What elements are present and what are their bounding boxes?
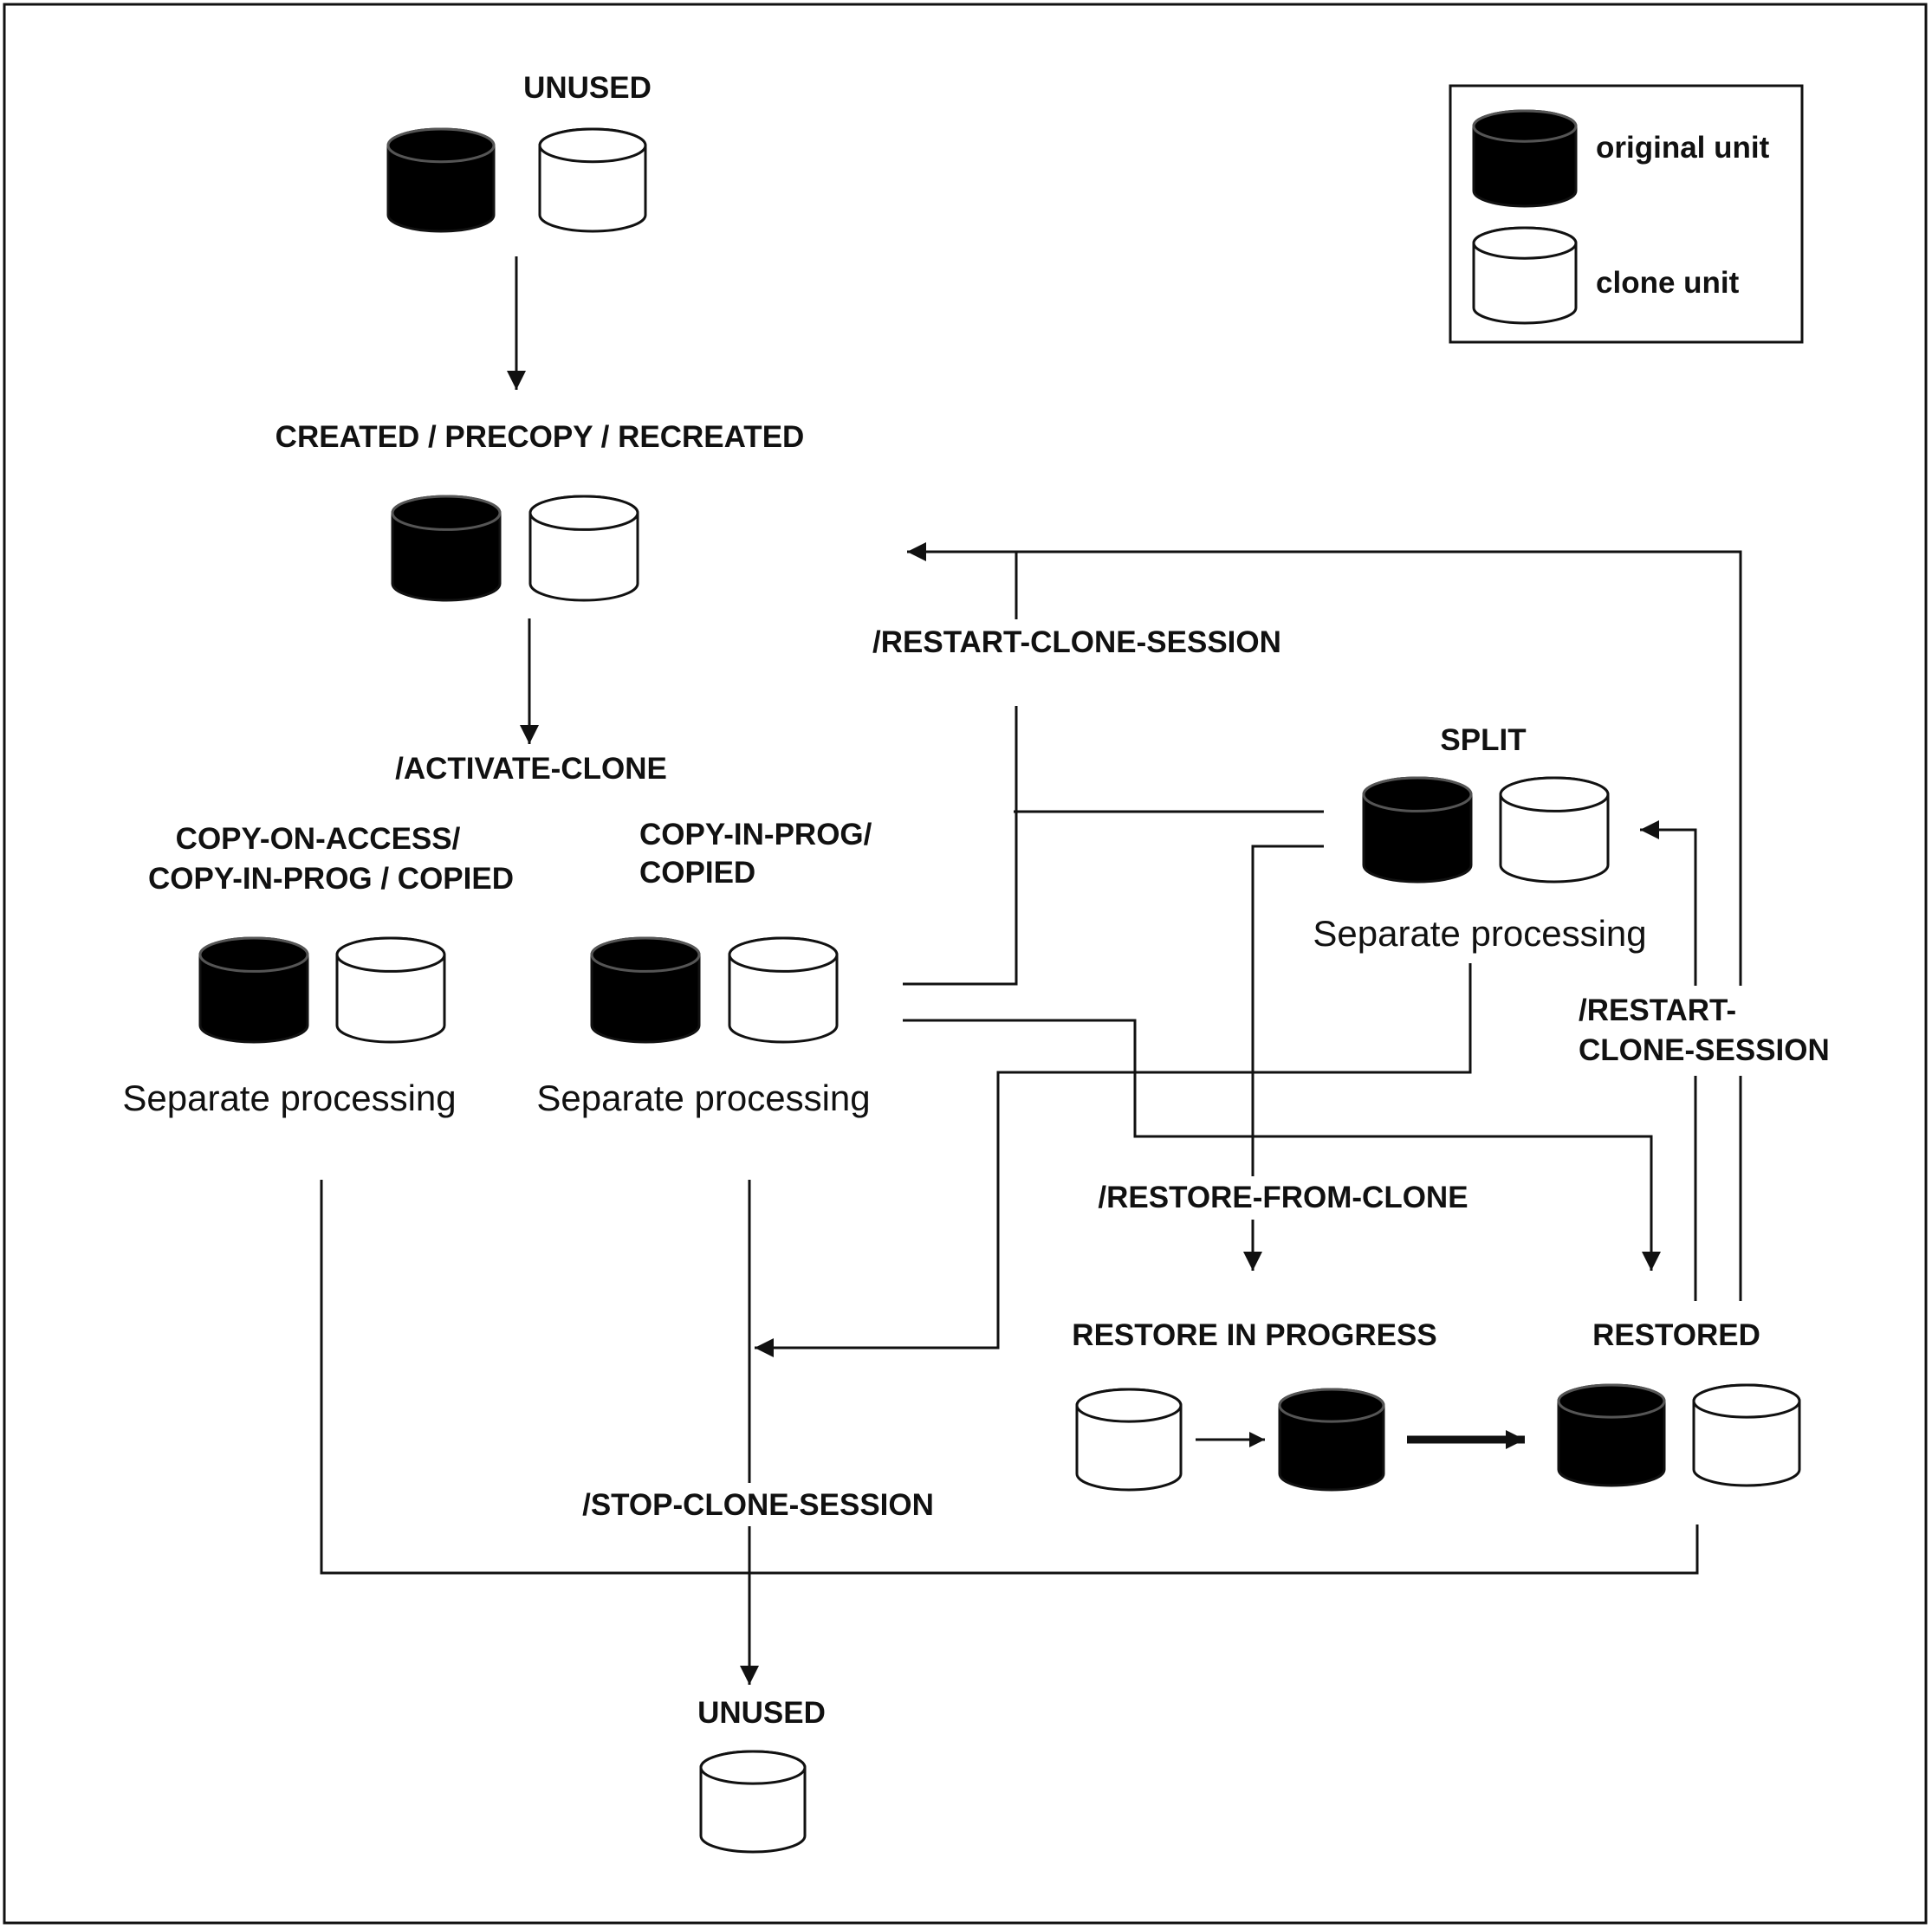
split-original-unit bbox=[1362, 776, 1473, 884]
arrow-cip-to-restored bbox=[903, 1019, 1661, 1271]
cip-original-unit bbox=[590, 936, 701, 1044]
unused-top-original-unit bbox=[386, 127, 496, 233]
coa-original-unit bbox=[198, 936, 309, 1044]
unused-bottom-clone-unit bbox=[699, 1750, 807, 1854]
coa-separate-processing: Separate processing bbox=[122, 1078, 456, 1118]
restart-top-path bbox=[903, 542, 1742, 1301]
cip-clone-unit bbox=[728, 936, 839, 1044]
command-restore-from-clone: /RESTORE-FROM-CLONE bbox=[1098, 1181, 1468, 1214]
state-copy-on-access-line2: COPY-IN-PROG / COPIED bbox=[148, 862, 514, 896]
arrow-split-to-restore-in-progress bbox=[1243, 845, 1324, 1271]
command-restart-clone-session-top: /RESTART-CLONE-SESSION bbox=[872, 625, 1281, 659]
command-activate-clone: /ACTIVATE-CLONE bbox=[395, 752, 667, 786]
cip-separate-processing: Separate processing bbox=[536, 1078, 870, 1118]
state-unused-top-label: UNUSED bbox=[523, 71, 652, 105]
created-original-unit bbox=[391, 495, 502, 602]
restore-from-clone-label-bg bbox=[1083, 1176, 1483, 1220]
state-copy-in-prog-line1: COPY-IN-PROG/ bbox=[639, 818, 872, 851]
legend-original-unit-icon bbox=[1472, 109, 1578, 208]
stop-label-bg bbox=[572, 1483, 944, 1526]
legend-clone-unit-icon bbox=[1472, 226, 1578, 325]
state-restored-label: RESTORED bbox=[1592, 1318, 1760, 1352]
state-copy-on-access-line1: COPY-ON-ACCESS/ bbox=[176, 822, 461, 856]
unused-top-clone-unit bbox=[538, 127, 647, 233]
command-restart-right-line2: CLONE-SESSION bbox=[1579, 1033, 1830, 1067]
arrow-split-to-stop bbox=[755, 963, 1472, 1357]
restart-right-label-bg bbox=[1574, 986, 1843, 1076]
rip-clone-unit bbox=[1075, 1388, 1183, 1492]
legend-clone-label: clone unit bbox=[1596, 266, 1740, 300]
state-restore-in-progress-label: RESTORE IN PROGRESS bbox=[1072, 1318, 1436, 1352]
state-created-label: CREATED / PRECOPY / RECREATED bbox=[276, 420, 805, 454]
state-split-label: SPLIT bbox=[1440, 723, 1526, 757]
split-separate-processing: Separate processing bbox=[1313, 913, 1646, 954]
command-stop-clone-session: /STOP-CLONE-SESSION bbox=[582, 1488, 934, 1522]
restored-original-unit bbox=[1557, 1383, 1666, 1487]
legend-box bbox=[1449, 84, 1804, 344]
legend: original unit clone unit bbox=[1449, 84, 1804, 344]
coa-clone-unit bbox=[335, 936, 446, 1044]
split-clone-unit bbox=[1499, 776, 1610, 884]
state-copy-in-prog-line2: COPIED bbox=[639, 856, 755, 890]
restart-right-path bbox=[1640, 820, 1697, 1301]
command-restart-right-line1: /RESTART- bbox=[1579, 994, 1736, 1027]
rip-original-unit bbox=[1278, 1388, 1385, 1492]
legend-original-label: original unit bbox=[1596, 131, 1770, 165]
stop-collector-line bbox=[320, 1180, 1699, 1575]
created-clone-unit bbox=[528, 495, 639, 602]
restored-clone-unit bbox=[1692, 1383, 1801, 1487]
diagram-frame bbox=[3, 3, 1928, 1925]
state-unused-bottom-label: UNUSED bbox=[697, 1696, 826, 1730]
